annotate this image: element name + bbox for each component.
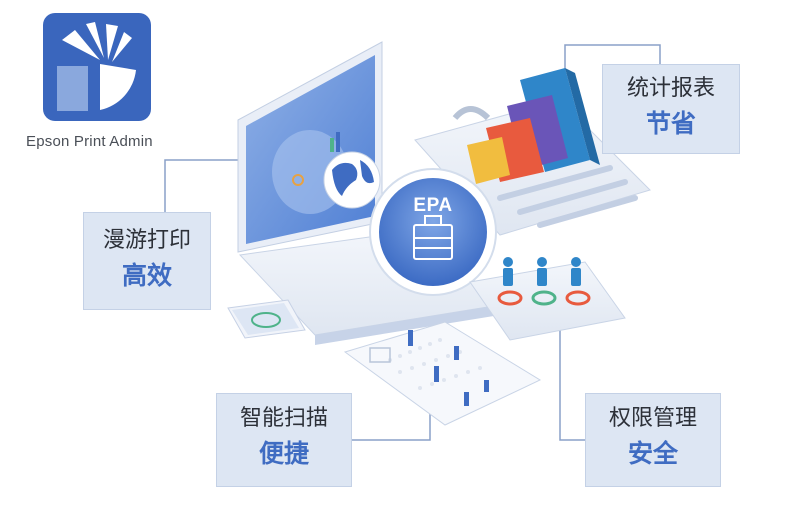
feature-security-title: 权限管理 <box>608 406 697 431</box>
printer-icon <box>413 215 453 260</box>
user-board <box>469 257 626 341</box>
feature-scan-title: 智能扫描 <box>239 406 328 431</box>
feature-scan-benefit: 便捷 <box>258 439 309 468</box>
hub-label: EPA <box>413 195 453 216</box>
feature-roaming-benefit: 高效 <box>121 261 172 290</box>
feature-smart-scan: 智能扫描 便捷 <box>216 393 352 487</box>
feature-roaming-print: 漫游打印 高效 <box>83 212 211 310</box>
feature-statistics-reports: 统计报表 节省 <box>602 64 740 154</box>
epa-hub <box>369 168 497 296</box>
scan-map-board <box>343 321 542 426</box>
feature-security-benefit: 安全 <box>627 439 678 468</box>
feature-roaming-title: 漫游打印 <box>102 228 191 253</box>
epson-print-admin-logo-icon <box>43 13 151 121</box>
feature-reports-benefit: 节省 <box>645 109 696 138</box>
laptop <box>237 41 502 345</box>
phone <box>227 299 306 339</box>
feature-permission-management: 权限管理 安全 <box>585 393 721 487</box>
feature-reports-title: 统计报表 <box>626 76 715 101</box>
brand-name: Epson Print Admin <box>26 133 153 150</box>
